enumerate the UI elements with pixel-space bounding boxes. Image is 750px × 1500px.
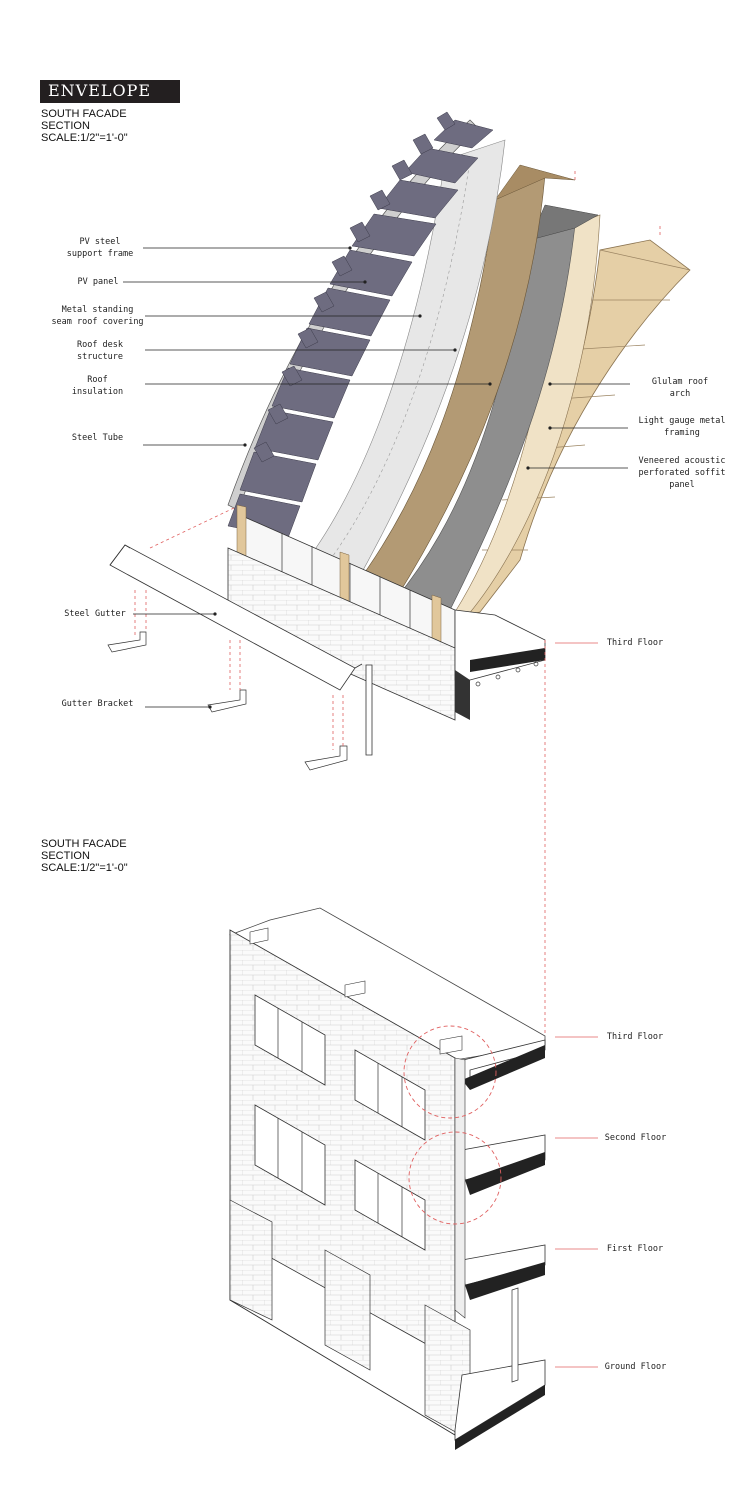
label-pv-panel: PV panel	[63, 276, 133, 288]
page-title: ENVELOPE	[48, 81, 152, 100]
label-pv-frame-line1: PV steel	[79, 237, 121, 247]
top-heading-scale: SCALE:1/2"=1'-0"	[41, 132, 128, 144]
top-stone-base	[227, 547, 456, 721]
bottom-heading-scale: SCALE:1/2"=1'-0"	[41, 862, 128, 874]
label-pv-panel-line1: PV panel	[77, 277, 119, 287]
label-gutter-bracket: Gutter Bracket	[55, 698, 140, 710]
label-soffit: Veneered acoustic perforated soffit pane…	[632, 455, 732, 491]
top-heading-line2: SECTION	[41, 120, 90, 132]
gutter-brackets	[107, 631, 348, 771]
floor-slabs	[454, 1039, 546, 1441]
bottom-heading-line1: SOUTH FACADE	[41, 838, 127, 850]
soffit-panel	[454, 214, 601, 616]
label-roof-deck-line2: structure	[76, 352, 124, 362]
label-steel-tube: Steel Tube	[55, 432, 140, 444]
top-section-heading: SOUTH FACADE SECTION SCALE:1/2"=1'-0"	[41, 108, 128, 144]
top-slab	[454, 609, 546, 681]
metal-roof	[299, 139, 506, 591]
timber-posts	[236, 504, 247, 561]
label-light-gauge-line1: Light gauge metal	[638, 416, 726, 426]
label-steel-gutter-line1: Steel Gutter	[64, 609, 126, 619]
label-roof-insulation: Roof insulation	[60, 374, 135, 398]
label-third-floor-top: Third Floor	[606, 638, 664, 648]
label-steel-gutter: Steel Gutter	[50, 608, 140, 620]
label-roof-insulation-line2: insulation	[71, 387, 124, 397]
label-glulam-line2: arch	[669, 389, 691, 399]
label-roof-deck-line1: Roof desk	[76, 340, 124, 350]
label-pv-frame: PV steel support frame	[55, 236, 145, 260]
label-ground-floor: Ground Floor	[604, 1362, 667, 1372]
label-glulam-line1: Glulam roof	[651, 377, 709, 387]
label-second-floor: Second Floor	[604, 1133, 667, 1143]
label-metal-roof-line2: seam roof covering	[51, 317, 144, 327]
label-roof-deck: Roof desk structure	[60, 339, 140, 363]
label-roof-insulation-line1: Roof	[87, 375, 108, 385]
label-first-floor: First Floor	[606, 1244, 664, 1254]
bottom-section-heading: SOUTH FACADE SECTION SCALE:1/2"=1'-0"	[41, 838, 128, 874]
label-metal-roof: Metal standing seam roof covering	[45, 304, 150, 328]
label-third-floor: Third Floor	[606, 1032, 664, 1042]
bottom-heading-line2: SECTION	[41, 850, 90, 862]
label-light-gauge: Light gauge metal framing	[632, 415, 732, 439]
label-pv-frame-line2: support frame	[66, 249, 134, 259]
label-gutter-bracket-line1: Gutter Bracket	[61, 699, 134, 709]
top-heading-line1: SOUTH FACADE	[41, 108, 127, 120]
label-soffit-line2: perforated soffit	[638, 468, 726, 478]
label-light-gauge-line2: framing	[664, 428, 700, 438]
downpipe	[365, 664, 373, 756]
label-metal-roof-line1: Metal standing	[61, 305, 134, 315]
title-banner: ENVELOPE	[40, 80, 180, 103]
label-soffit-line3: panel	[669, 480, 695, 490]
windows-upper	[254, 994, 426, 1251]
label-steel-tube-line1: Steel Tube	[71, 433, 124, 443]
pv-panels	[227, 111, 494, 539]
label-glulam: Glulam roof arch	[635, 376, 725, 400]
label-soffit-line1: Veneered acoustic	[638, 456, 726, 466]
